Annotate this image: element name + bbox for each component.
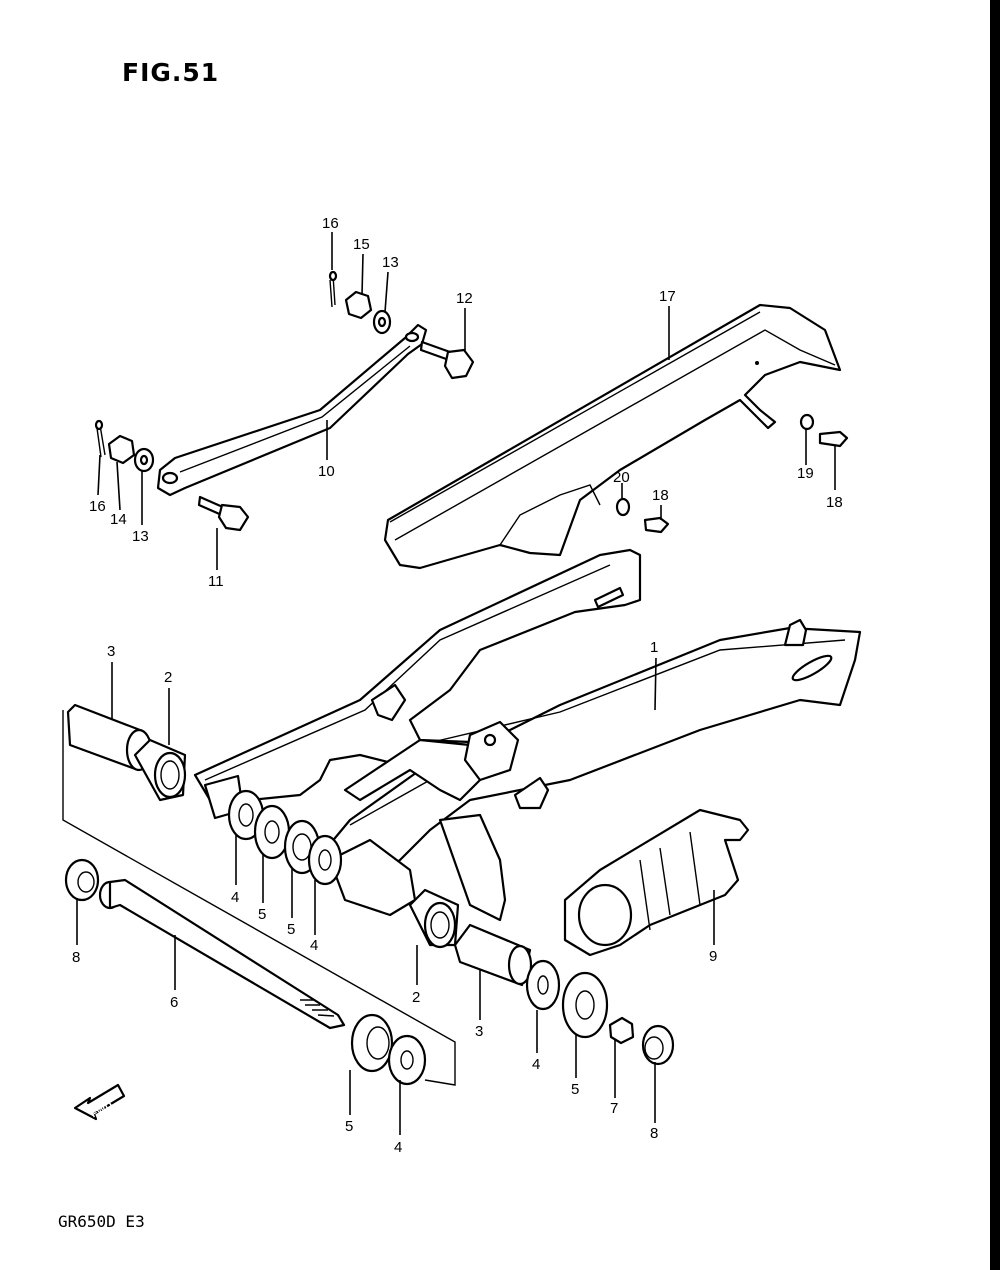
callout-2-left: 2 bbox=[164, 669, 172, 686]
callout-3-left: 3 bbox=[107, 643, 115, 660]
washer-upper bbox=[372, 309, 392, 335]
scan-edge-bar bbox=[990, 0, 1000, 1270]
swingarm bbox=[193, 548, 862, 922]
callout-11: 11 bbox=[208, 573, 224, 590]
thrust-washer-outer bbox=[387, 1034, 427, 1086]
callout-18-rear: 18 bbox=[826, 494, 843, 511]
callout-5-center: 5 bbox=[287, 921, 295, 938]
callout-4-center: 4 bbox=[310, 937, 318, 954]
callout-6: 6 bbox=[170, 994, 178, 1011]
chain-case-washer bbox=[799, 413, 815, 431]
needle-bearing-left bbox=[133, 738, 187, 802]
callout-9: 9 bbox=[709, 948, 717, 965]
needle-bearing-right bbox=[408, 888, 460, 949]
callout-2-right: 2 bbox=[412, 989, 420, 1006]
nut-lower bbox=[107, 434, 136, 465]
cap-right bbox=[641, 1024, 675, 1066]
callout-20: 20 bbox=[613, 469, 630, 486]
callout-8-left: 8 bbox=[72, 949, 80, 966]
callout-13-lower: 13 bbox=[132, 528, 149, 545]
callout-7: 7 bbox=[610, 1100, 618, 1117]
callout-5-right: 5 bbox=[571, 1081, 579, 1098]
callout-17: 17 bbox=[659, 288, 676, 305]
callout-10: 10 bbox=[318, 463, 335, 480]
cap-left bbox=[64, 858, 100, 902]
chain-case bbox=[383, 303, 842, 570]
callout-13-upper: 13 bbox=[382, 254, 399, 271]
torque-link-bolt-front bbox=[419, 340, 475, 380]
cotter-pin-upper bbox=[328, 270, 338, 308]
callout-4-left: 4 bbox=[231, 889, 239, 906]
model-code: GR650D E3 bbox=[58, 1212, 145, 1231]
dust-seal-right bbox=[525, 959, 561, 1011]
chain-case-bolt-rear bbox=[818, 430, 849, 448]
washer-lower bbox=[133, 447, 155, 473]
callout-5-outer: 5 bbox=[345, 1118, 353, 1135]
thrust-washer-left bbox=[253, 804, 291, 860]
callout-16-upper: 16 bbox=[322, 215, 339, 232]
dust-seal-left-inner bbox=[307, 834, 343, 886]
fwd-arrow bbox=[73, 1083, 126, 1121]
pivot-nut bbox=[608, 1016, 635, 1045]
nut-upper bbox=[344, 290, 373, 320]
callout-19: 19 bbox=[797, 465, 814, 482]
cotter-pin-lower bbox=[94, 419, 106, 458]
callout-18-front: 18 bbox=[652, 487, 669, 504]
dust-seal-right-outer bbox=[350, 1013, 394, 1073]
callout-3-right: 3 bbox=[475, 1023, 483, 1040]
figure-title: FIG.51 bbox=[122, 58, 220, 87]
chain-guard bbox=[563, 808, 750, 957]
torque-link-rod bbox=[156, 323, 428, 497]
exploded-bracket-lines bbox=[62, 710, 456, 1086]
leader-lines bbox=[76, 232, 836, 1135]
callout-15: 15 bbox=[353, 236, 370, 253]
spacer-right bbox=[453, 923, 533, 987]
torque-link-bolt-rear bbox=[197, 495, 250, 532]
callout-14: 14 bbox=[110, 511, 127, 528]
callout-12: 12 bbox=[456, 290, 473, 307]
thrust-washer-right bbox=[561, 971, 609, 1039]
callout-16-lower: 16 bbox=[89, 498, 106, 515]
callout-8-right: 8 bbox=[650, 1125, 658, 1142]
chain-case-bolt-front bbox=[643, 516, 670, 534]
callout-5-left: 5 bbox=[258, 906, 266, 923]
callout-4-right: 4 bbox=[532, 1056, 540, 1073]
chain-case-collar bbox=[615, 497, 631, 517]
callout-4-outer: 4 bbox=[394, 1139, 402, 1156]
callout-labels: 1 2 2 3 3 4 4 4 4 5 5 5 5 6 7 8 8 9 10 1… bbox=[72, 215, 843, 1156]
callout-1: 1 bbox=[650, 639, 658, 656]
pivot-shaft bbox=[98, 878, 346, 1030]
